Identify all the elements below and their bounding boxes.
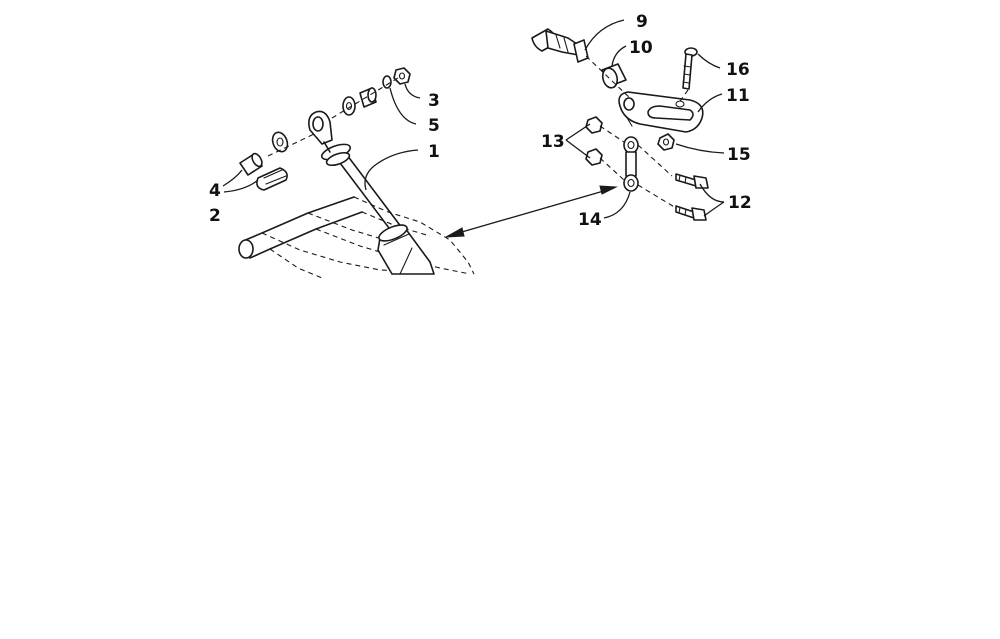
callout-2: 2 xyxy=(209,206,221,226)
assembly-line-right xyxy=(331,77,399,119)
bushing-item-10 xyxy=(601,63,627,89)
frame-crossmember xyxy=(238,196,475,279)
assembly-line-12b xyxy=(637,184,677,209)
callout-9: 9 xyxy=(636,12,648,32)
bolts-item-12 xyxy=(675,173,709,221)
sleeve-item-2 xyxy=(256,167,288,191)
spacer-right xyxy=(342,96,356,116)
pivot-bolt-item-9 xyxy=(531,28,589,63)
nut-item-3 xyxy=(393,67,411,85)
bracket-item-11 xyxy=(618,91,704,133)
bushing-right xyxy=(359,87,377,108)
callout-12: 12 xyxy=(728,193,752,213)
shock-absorber xyxy=(308,110,435,275)
assembly-line-12a xyxy=(637,144,673,177)
washer-left xyxy=(271,131,289,153)
connection-arrow xyxy=(445,185,618,238)
callout-5: 5 xyxy=(428,116,440,136)
bolt-item-16 xyxy=(682,47,698,90)
callout-13: 13 xyxy=(541,132,565,152)
assembly-line-16 xyxy=(677,89,689,105)
callout-15: 15 xyxy=(727,145,751,165)
assembly-line-9 xyxy=(585,55,633,101)
assembly-line-13b xyxy=(599,157,625,181)
callout-16: 16 xyxy=(726,60,750,80)
bushing-item-4 xyxy=(239,152,263,176)
callout-11: 11 xyxy=(726,86,750,106)
callout-3: 3 xyxy=(428,91,440,111)
callout-leaders xyxy=(222,19,725,219)
callout-14: 14 xyxy=(578,210,602,230)
callout-10: 10 xyxy=(629,38,653,58)
callout-4: 4 xyxy=(209,181,221,201)
callout-1: 1 xyxy=(428,142,440,162)
washer-item-5 xyxy=(382,75,392,89)
link-rod-item-14 xyxy=(623,136,639,192)
assembly-line-13a xyxy=(599,125,625,143)
nuts-item-13 xyxy=(585,116,603,166)
nut-item-15 xyxy=(657,133,675,151)
